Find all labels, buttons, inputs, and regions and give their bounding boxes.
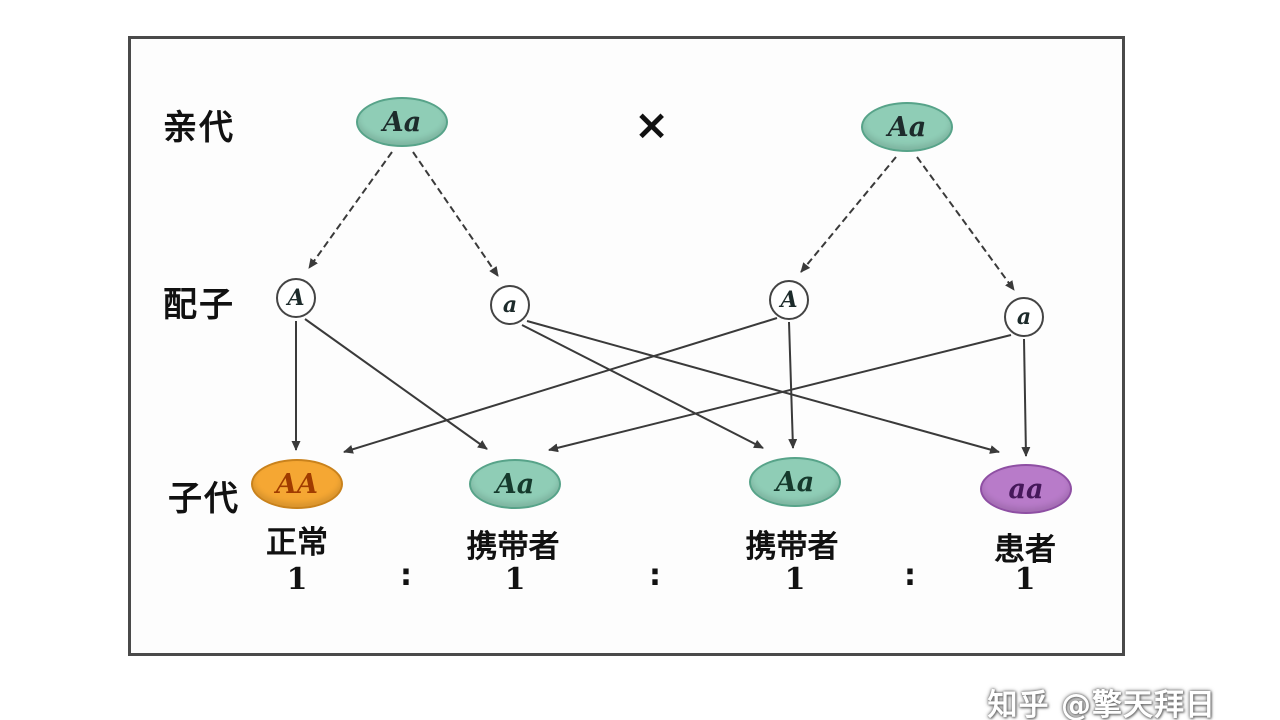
ratio-separator: : [649,558,661,593]
offspring-genotype-label: aa [1008,473,1044,505]
offspring-node-AA: AA [251,459,343,509]
ratio-separator: : [904,558,916,593]
gamete-allele-label: A [287,285,305,311]
ratio-value-4: 1 [1014,562,1036,597]
parent-node-1: Aa [356,97,448,147]
offspring-node-Aa1: Aa [469,459,561,509]
phenotype-label-normal: 正常 [266,525,328,561]
gamete-node-a1: a [490,285,530,325]
gamete-node-A1: A [276,278,316,318]
parent-node-2: Aa [861,102,953,152]
ratio-separator: : [400,558,412,593]
offspring-genotype-label: Aa [775,466,815,498]
parent-genotype-label-2: Aa [887,111,927,143]
gamete-allele-label: A [780,287,798,313]
row-label-parents: 亲代 [163,108,235,148]
ratio-value-3: 1 [784,562,806,597]
offspring-genotype-label: AA [276,468,318,500]
cross-symbol: × [634,100,670,149]
gamete-node-a2: a [1004,297,1044,337]
parent-genotype-label-1: Aa [382,106,422,138]
gamete-allele-label: a [1016,304,1032,330]
row-label-offspring: 子代 [168,479,240,519]
phenotype-label-patient: 患者 [994,532,1056,568]
phenotype-label-carrier-1: 携带者 [466,529,560,565]
offspring-genotype-label: Aa [495,468,535,500]
ratio-value-2: 1 [504,562,526,597]
row-label-gametes: 配子 [163,285,235,325]
gamete-node-A2: A [769,280,809,320]
phenotype-label-carrier-2: 携带者 [745,529,839,565]
gamete-allele-label: a [502,292,518,318]
offspring-node-Aa2: Aa [749,457,841,507]
watermark-text: 知乎 @擎天拜日 [987,688,1216,720]
offspring-node-aa: aa [980,464,1072,514]
ratio-value-1: 1 [286,562,308,597]
